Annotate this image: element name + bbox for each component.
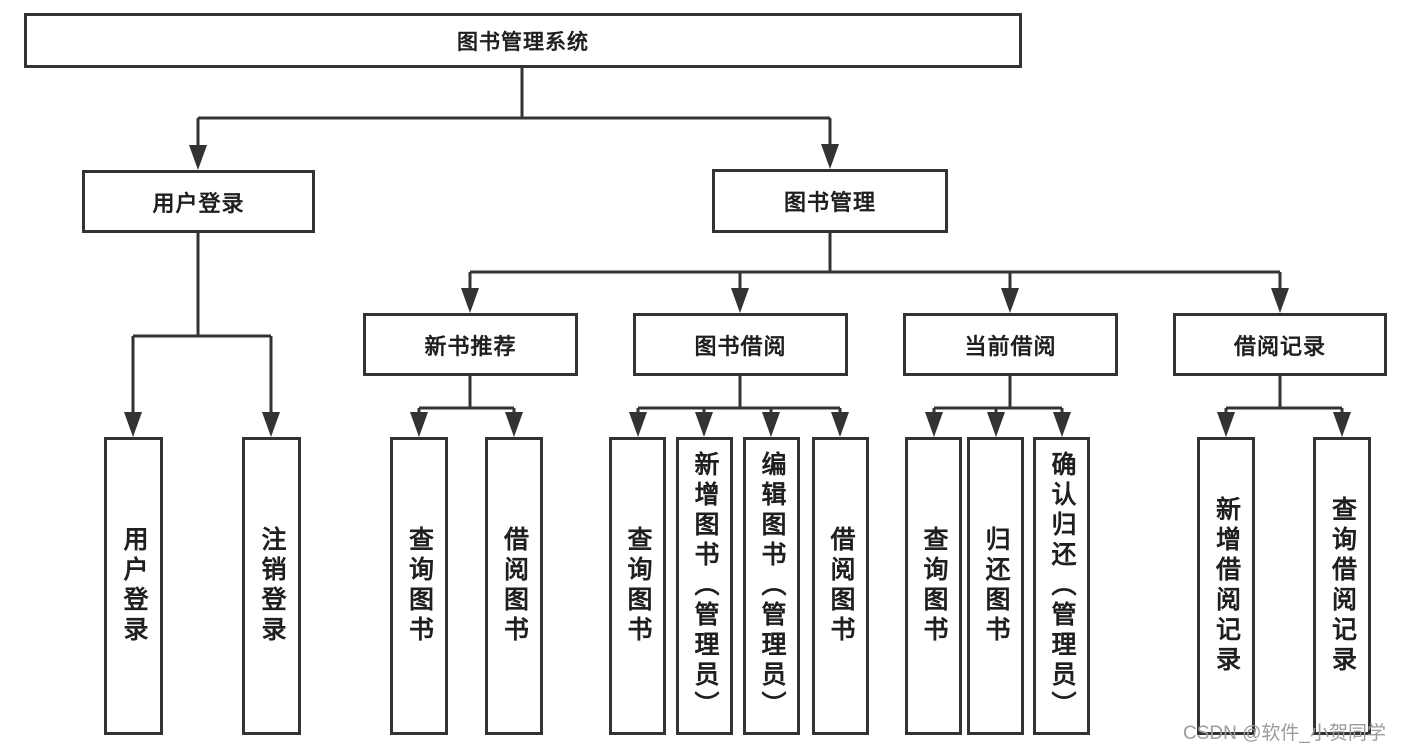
arrowheads <box>124 144 1351 437</box>
leaf-recommend-query-books-label: 查询图书 <box>405 526 434 646</box>
leaf-return-books: 归还图书 <box>967 437 1024 735</box>
leaf-add-borrow-record-label: 新增借阅记录 <box>1212 496 1241 676</box>
leaf-return-books-label: 归还图书 <box>982 526 1010 646</box>
leaf-confirm-return-admin-label: 确认归还（管理员） <box>1048 451 1076 721</box>
leaf-edit-books-admin: 编辑图书（管理员） <box>743 437 800 735</box>
node-borrow-record: 借阅记录 <box>1173 313 1387 376</box>
leaf-user-login-label: 用户登录 <box>120 526 148 646</box>
leaf-query-borrow-record: 查询借阅记录 <box>1313 437 1371 735</box>
leaf-current-query-books: 查询图书 <box>905 437 962 735</box>
node-book-borrow: 图书借阅 <box>633 313 848 376</box>
leaf-user-login: 用户登录 <box>104 437 163 735</box>
leaf-logout-label: 注销登录 <box>258 526 286 646</box>
leaf-borrow-books-label: 借阅图书 <box>827 526 855 646</box>
leaf-edit-books-admin-label: 编辑图书（管理员） <box>758 451 786 721</box>
node-user-login: 用户登录 <box>82 170 315 233</box>
leaf-add-books-admin: 新增图书（管理员） <box>676 437 733 735</box>
leaf-recommend-borrow-books: 借阅图书 <box>485 437 543 735</box>
leaf-add-borrow-record: 新增借阅记录 <box>1197 437 1255 735</box>
node-library-management-system: 图书管理系统 <box>24 13 1022 68</box>
leaf-current-query-books-label: 查询图书 <box>920 526 948 646</box>
leaf-logout: 注销登录 <box>242 437 301 735</box>
csdn-watermark: CSDN @软件_小贺同学 <box>1183 723 1386 744</box>
leaf-borrow-query-books-label: 查询图书 <box>624 526 652 646</box>
leaf-add-books-admin-label: 新增图书（管理员） <box>691 451 719 721</box>
leaf-confirm-return-admin: 确认归还（管理员） <box>1033 437 1090 735</box>
leaf-query-borrow-record-label: 查询借阅记录 <box>1328 496 1357 676</box>
node-new-book-recommend: 新书推荐 <box>363 313 578 376</box>
leaf-borrow-books: 借阅图书 <box>812 437 869 735</box>
node-book-management: 图书管理 <box>712 169 948 233</box>
leaf-recommend-borrow-books-label: 借阅图书 <box>500 526 529 646</box>
leaf-recommend-query-books: 查询图书 <box>390 437 448 735</box>
leaf-borrow-query-books: 查询图书 <box>609 437 666 735</box>
node-current-borrow: 当前借阅 <box>903 313 1118 376</box>
